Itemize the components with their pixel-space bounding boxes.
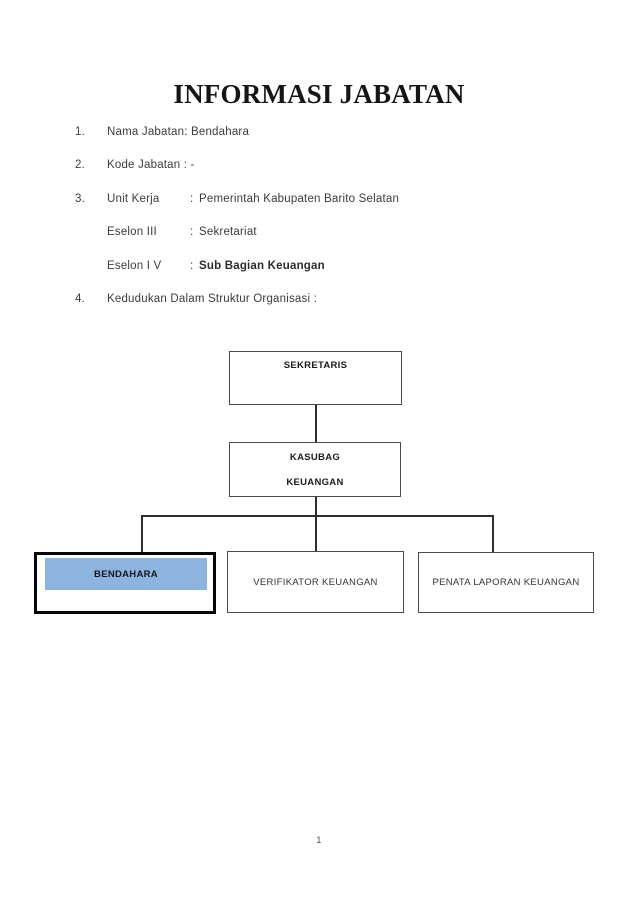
org-box-penata-laporan-keuangan: PENATA LAPORAN KEUANGAN	[418, 552, 594, 613]
list-item-eselon-iv: Eselon I V : Sub Bagian Keuangan	[75, 259, 615, 273]
org-box-label: BENDAHARA	[94, 568, 158, 580]
list-item-kedudukan: 4. Kedudukan Dalam Struktur Organisasi :	[75, 292, 615, 306]
list-item-text: Kode Jabatan : -	[107, 159, 195, 171]
field-label: Eselon I V	[107, 260, 162, 272]
list-item-number: 3.	[75, 193, 85, 205]
list-item-text: Nama Jabatan: Bendahara	[107, 126, 250, 138]
field-separator: :	[190, 226, 194, 238]
field-label: Eselon III	[107, 226, 157, 238]
list-item-kode-jabatan: 2. Kode Jabatan : -	[75, 158, 615, 172]
list-item-nama-jabatan: 1. Nama Jabatan: Bendahara	[75, 125, 615, 139]
field-separator: :	[190, 193, 194, 205]
page-title: INFORMASI JABATAN	[173, 79, 465, 109]
list-item-text: Kedudukan Dalam Struktur Organisasi :	[107, 293, 318, 305]
list-item-unit-kerja: 3. Unit Kerja : Pemerintah Kabupaten Bar…	[75, 192, 615, 206]
org-box-label: VERIFIKATOR KEUANGAN	[253, 576, 378, 588]
connector-sekretaris-kasubag	[315, 404, 317, 443]
connector-drop-penata	[492, 515, 494, 553]
connector-kasubag-verifikator	[315, 496, 317, 553]
connector-horizontal-bar	[141, 515, 494, 517]
org-box-verifikator-keuangan: VERIFIKATOR KEUANGAN	[227, 551, 404, 613]
page-number: 1	[316, 835, 322, 845]
field-value: Sekretariat	[199, 226, 257, 238]
bendahara-highlight: BENDAHARA	[45, 558, 207, 590]
field-label: Unit Kerja	[107, 193, 160, 205]
connector-drop-bendahara	[141, 515, 143, 553]
org-box-kasubag-keuangan: KASUBAG KEUANGAN	[229, 442, 401, 497]
org-box-label-line1: KASUBAG	[289, 452, 341, 463]
org-box-label: SEKRETARIS	[283, 360, 348, 371]
org-box-sekretaris: SEKRETARIS	[229, 351, 402, 405]
list-item-number: 4.	[75, 293, 85, 305]
field-separator: :	[190, 260, 194, 272]
list-item-number: 1.	[75, 126, 85, 138]
org-box-label: PENATA LAPORAN KEUANGAN	[432, 577, 580, 588]
list-item-eselon-iii: Eselon III : Sekretariat	[75, 225, 615, 239]
list-item-number: 2.	[75, 159, 85, 171]
org-box-label-line2: KEUANGAN	[286, 477, 344, 488]
org-box-bendahara: BENDAHARA	[34, 552, 216, 614]
field-value: Pemerintah Kabupaten Barito Selatan	[199, 193, 400, 205]
field-value: Sub Bagian Keuangan	[199, 260, 325, 272]
